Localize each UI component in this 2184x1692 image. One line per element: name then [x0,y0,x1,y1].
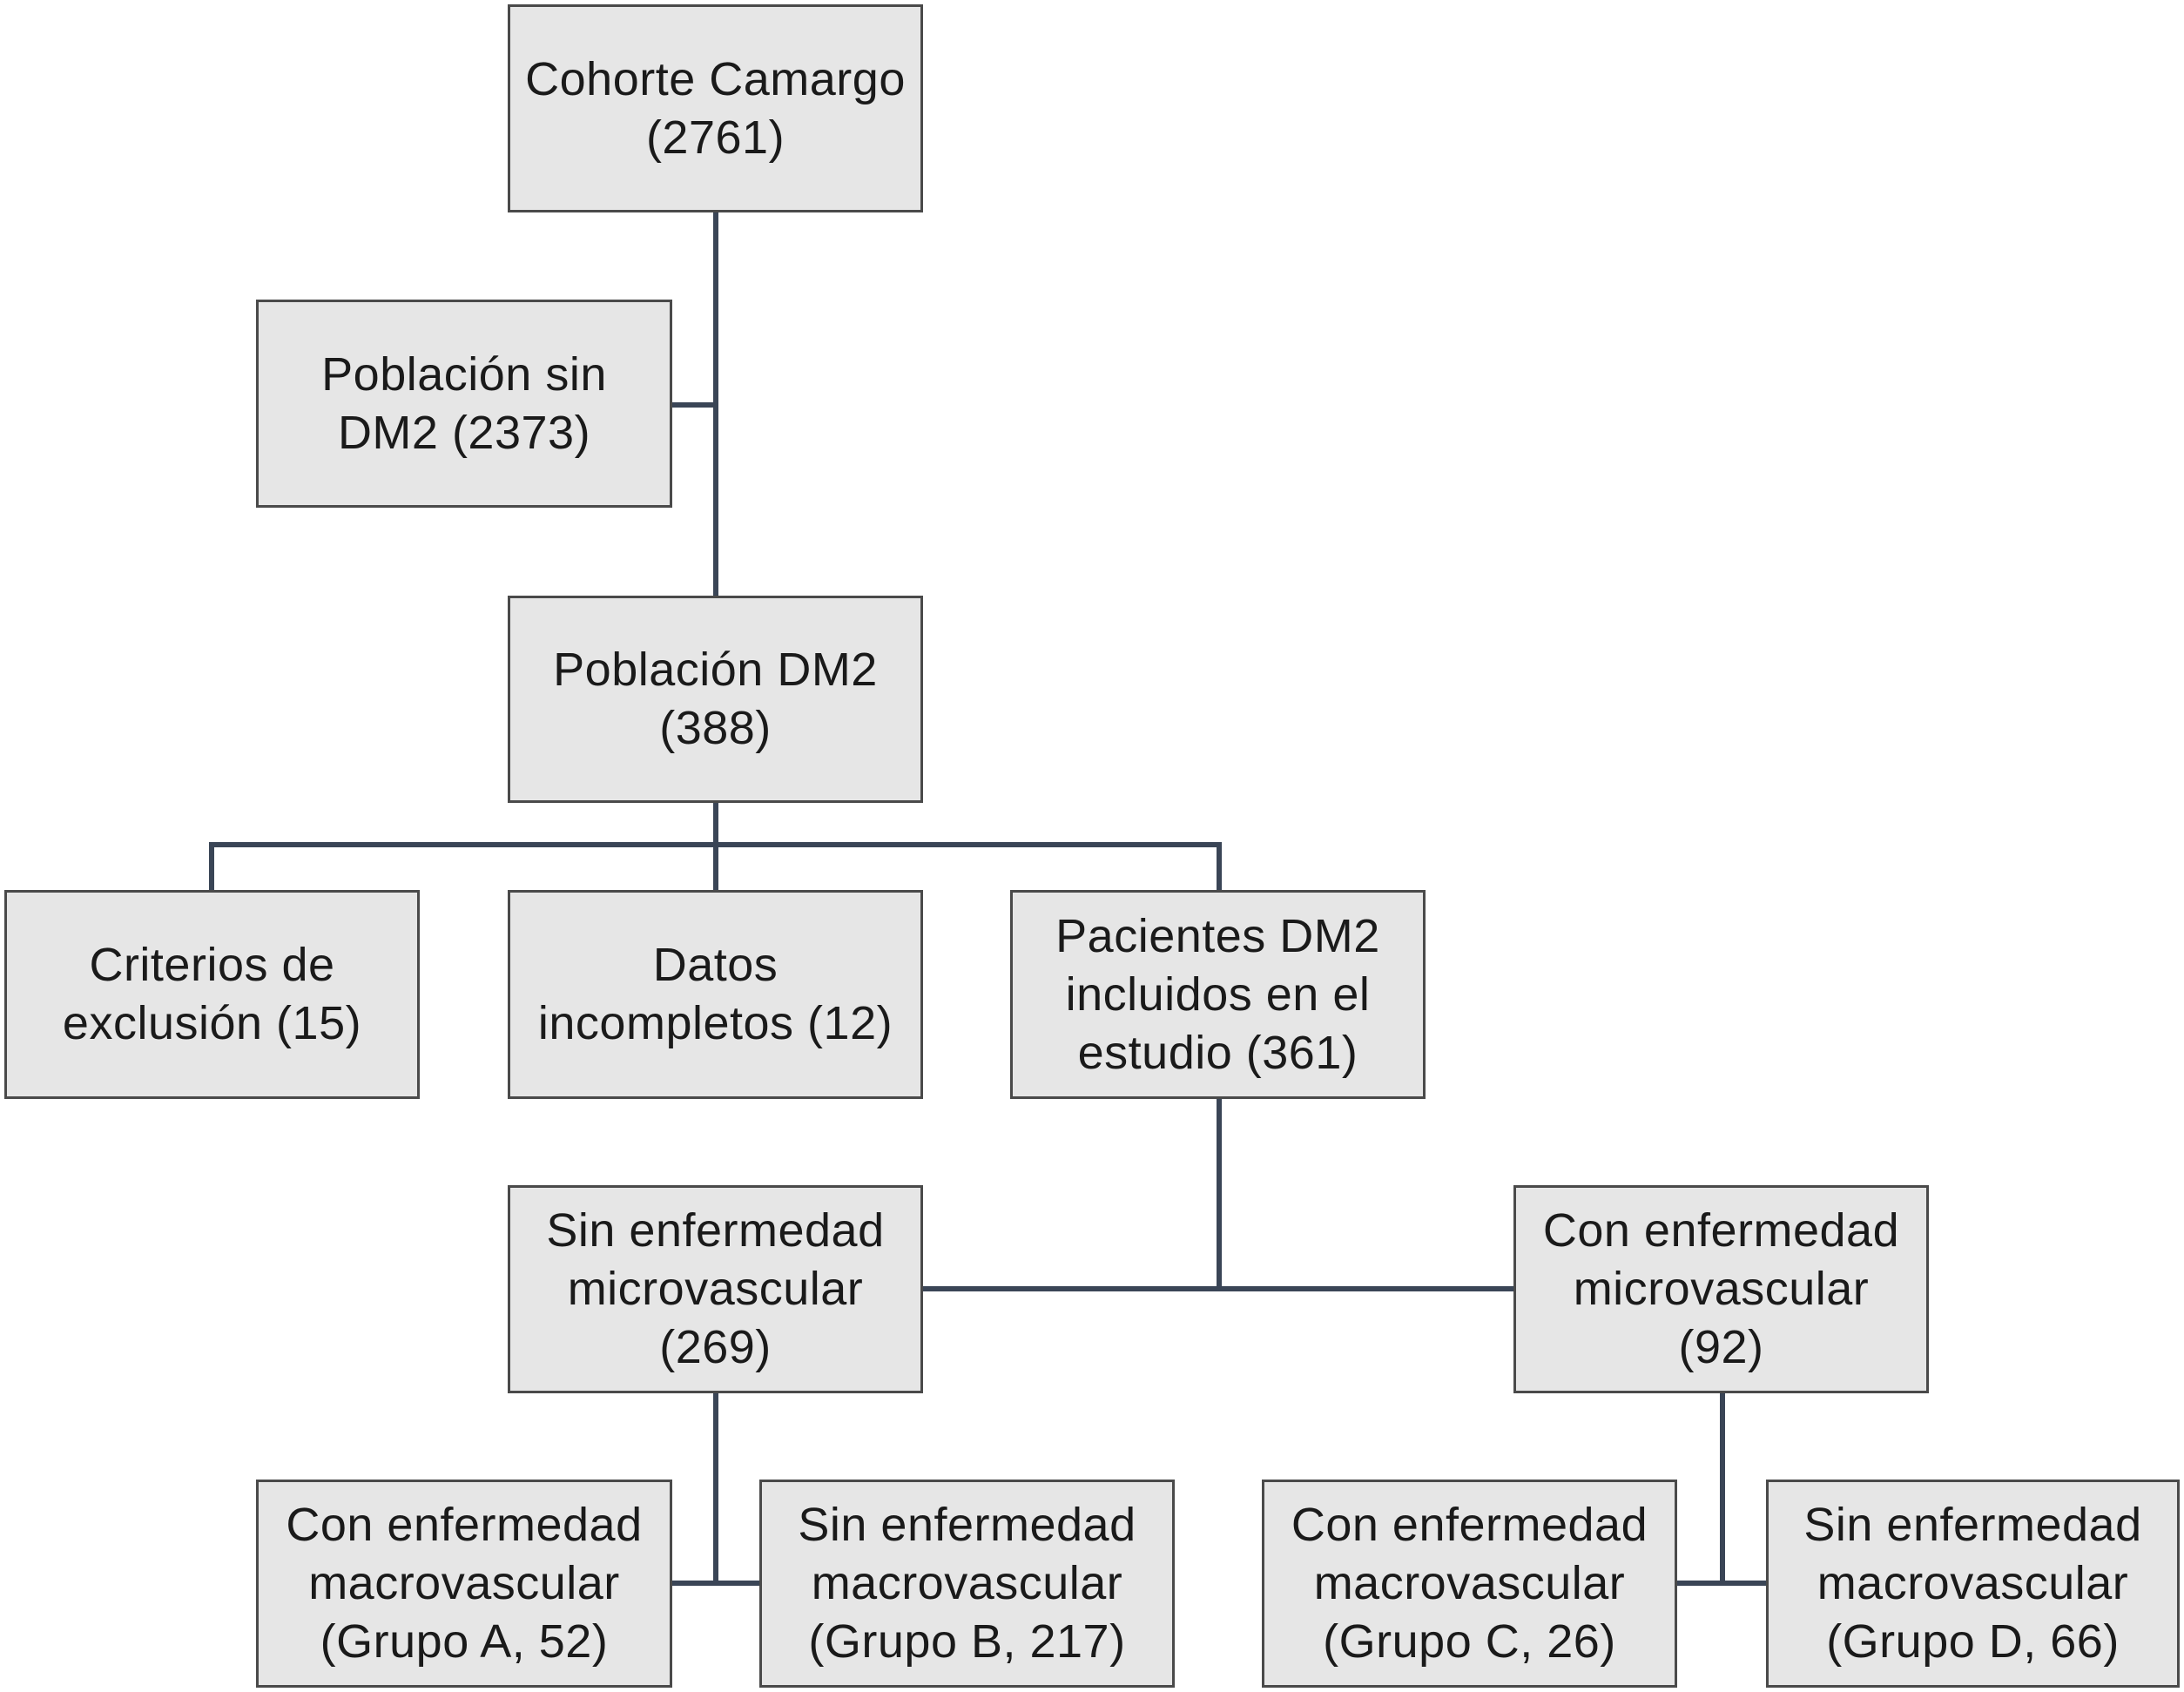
no-dm2-box: Población sin DM2 (2373) [256,300,672,508]
group-a-label: Con enfermedad macrovascular (Grupo A, 5… [286,1499,643,1668]
with-micro-box: Con enfermedad microvascular (92) [1513,1185,1929,1393]
incomplete-label: Datos incompletos (12) [537,939,893,1049]
without-micro-label: Sin enfermedad microvascular (269) [546,1204,885,1373]
group-c-label: Con enfermedad macrovascular (Grupo C, 2… [1291,1499,1648,1668]
no-dm2-label: Población sin DM2 (2373) [321,347,607,459]
group-d-label: Sin enfermedad macrovascular (Grupo D, 6… [1803,1499,2142,1668]
exclusion-box: Criterios de exclusión (15) [4,890,420,1099]
group-c-box: Con enfermedad macrovascular (Grupo C, 2… [1262,1480,1677,1688]
with-micro-label: Con enfermedad microvascular (92) [1542,1204,1900,1373]
dm2-population-label: Población DM2 (388) [553,644,878,754]
group-a-box: Con enfermedad macrovascular (Grupo A, 5… [256,1480,672,1688]
group-b-label: Sin enfermedad macrovascular (Grupo B, 2… [798,1499,1136,1668]
group-b-box: Sin enfermedad macrovascular (Grupo B, 2… [759,1480,1175,1688]
included-box: Pacientes DM2 incluidos en el estudio (3… [1010,890,1426,1099]
cohort-label: Cohorte Camargo (2761) [525,52,906,164]
incomplete-box: Datos incompletos (12) [508,890,923,1099]
group-d-box: Sin enfermedad macrovascular (Grupo D, 6… [1766,1480,2180,1688]
cohort-box: Cohorte Camargo (2761) [508,4,923,212]
dm2-population-box: Población DM2 (388) [508,596,923,803]
included-label: Pacientes DM2 incluidos en el estudio (3… [1055,909,1380,1079]
exclusion-label: Criterios de exclusión (15) [62,939,362,1049]
without-micro-box: Sin enfermedad microvascular (269) [508,1185,923,1393]
